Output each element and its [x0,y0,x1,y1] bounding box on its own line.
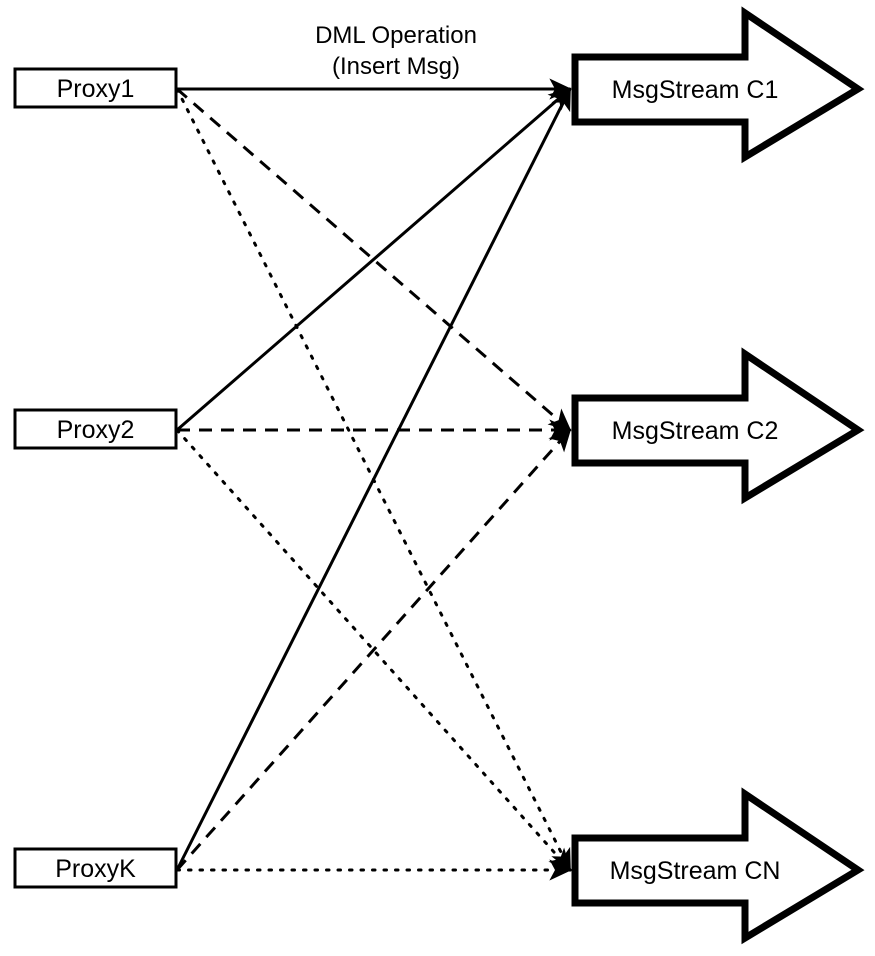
proxy-node-proxy2[interactable]: Proxy2 [13,408,178,450]
proxy-label: ProxyK [55,855,136,883]
edge-caption: DML Operation (Insert Msg) [315,22,477,80]
msgstream-label: MsgStream CN [610,857,781,885]
edge-caption-line-1: DML Operation [315,22,477,49]
msgstream-node-cn[interactable]: MsgStream CN [571,787,865,945]
msgstream-node-c1[interactable]: MsgStream C1 [571,6,865,164]
connector-proxyK-to-c2[interactable] [175,428,572,871]
msgstream-label: MsgStream C2 [612,417,779,445]
msgstream-node-c2[interactable]: MsgStream C2 [571,347,865,505]
connector-line-dashed [175,428,572,871]
msgstream-arrow-shape [571,347,865,505]
proxy-box-shape [13,408,178,450]
msgstream-arrow-shape [571,6,865,164]
connector-line-solid [176,87,572,432]
msgstream-arrow-shape [571,787,865,945]
proxy-label: Proxy1 [57,75,135,103]
connector-proxyK-to-c1[interactable] [175,87,572,871]
proxy-box-shape [13,847,178,889]
edge-caption-line-2: (Insert Msg) [332,53,460,80]
connector-proxy2-to-c1[interactable] [176,87,572,432]
proxy-node-proxyK[interactable]: ProxyK [13,847,178,889]
connector-line-solid [175,87,572,871]
proxy-label: Proxy2 [57,416,135,444]
proxy-node-proxy1[interactable]: Proxy1 [13,67,178,109]
connections-layer [175,78,572,881]
proxy-box-shape [13,67,178,109]
msgstream-label: MsgStream C1 [612,76,779,104]
streams-layer: MsgStream C1 MsgStream C2 MsgStream CN [571,6,865,945]
